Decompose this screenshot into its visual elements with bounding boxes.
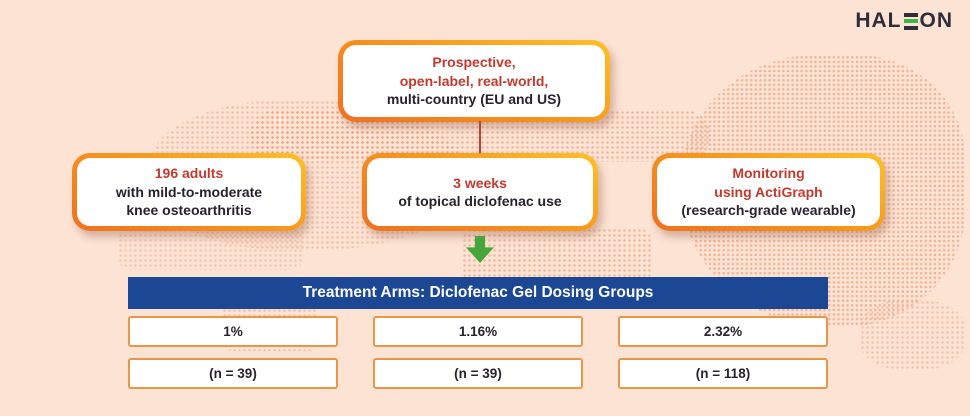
duration-box-content: 3 weeks of topical diclofenac use <box>367 158 593 226</box>
down-arrow-icon <box>466 236 494 263</box>
haleon-e-bars-icon <box>903 12 918 30</box>
design-line-1: Prospective, <box>432 54 516 71</box>
dose-value: 1% <box>223 324 243 339</box>
world-map-pattern <box>118 228 303 270</box>
n-value: (n = 118) <box>695 366 751 381</box>
n-value: (n = 39) <box>209 366 257 381</box>
dose-box-3: 2.32% <box>618 316 828 347</box>
dose-box-2: 1.16% <box>373 316 583 347</box>
monitoring-box-content: Monitoring using ActiGraph (research-gra… <box>657 158 880 226</box>
monitoring-box: Monitoring using ActiGraph (research-gra… <box>652 153 885 231</box>
e-bar-middle-green <box>903 19 918 23</box>
dose-value: 2.32% <box>703 324 743 339</box>
duration-box: 3 weeks of topical diclofenac use <box>362 153 598 231</box>
dose-box-1: 1% <box>128 316 338 347</box>
study-design-box: Prospective, open-label, real-world, mul… <box>338 40 610 122</box>
monitoring-line-1: Monitoring <box>732 165 805 182</box>
n-box-3: (n = 118) <box>618 358 828 389</box>
n-box-2: (n = 39) <box>373 358 583 389</box>
population-line-2: with mild-to-moderate <box>115 183 263 200</box>
treatment-arms-title: Treatment Arms: Diclofenac Gel Dosing Gr… <box>302 284 654 301</box>
population-line-3: knee osteoarthritis <box>126 202 252 219</box>
world-map-pattern <box>462 228 652 283</box>
haleon-logo: HAL ON <box>855 9 953 33</box>
e-bar-top <box>903 12 918 17</box>
monitoring-line-3: (research-grade wearable) <box>681 202 856 219</box>
n-box-1: (n = 39) <box>128 358 338 389</box>
treatment-arms-banner: Treatment Arms: Diclofenac Gel Dosing Gr… <box>128 277 828 309</box>
dose-value: 1.16% <box>458 324 498 339</box>
connector-line <box>479 121 481 154</box>
population-line-1: 196 adults <box>154 165 224 182</box>
design-line-2: open-label, real-world, <box>399 72 549 89</box>
duration-line-2: of topical diclofenac use <box>398 193 562 209</box>
population-box: 196 adults with mild-to-moderate knee os… <box>72 153 306 231</box>
study-design-box-content: Prospective, open-label, real-world, mul… <box>343 45 605 117</box>
world-map-pattern <box>860 300 965 370</box>
logo-text-left: HAL <box>855 9 902 32</box>
population-box-content: 196 adults with mild-to-moderate knee os… <box>77 158 301 226</box>
logo-text-right: ON <box>919 9 953 32</box>
design-line-3: multi-country (EU and US) <box>386 91 562 108</box>
monitoring-line-2: using ActiGraph <box>714 183 823 200</box>
n-value: (n = 39) <box>454 366 502 381</box>
e-bar-bottom <box>903 25 918 30</box>
duration-line-1: 3 weeks <box>453 174 507 191</box>
